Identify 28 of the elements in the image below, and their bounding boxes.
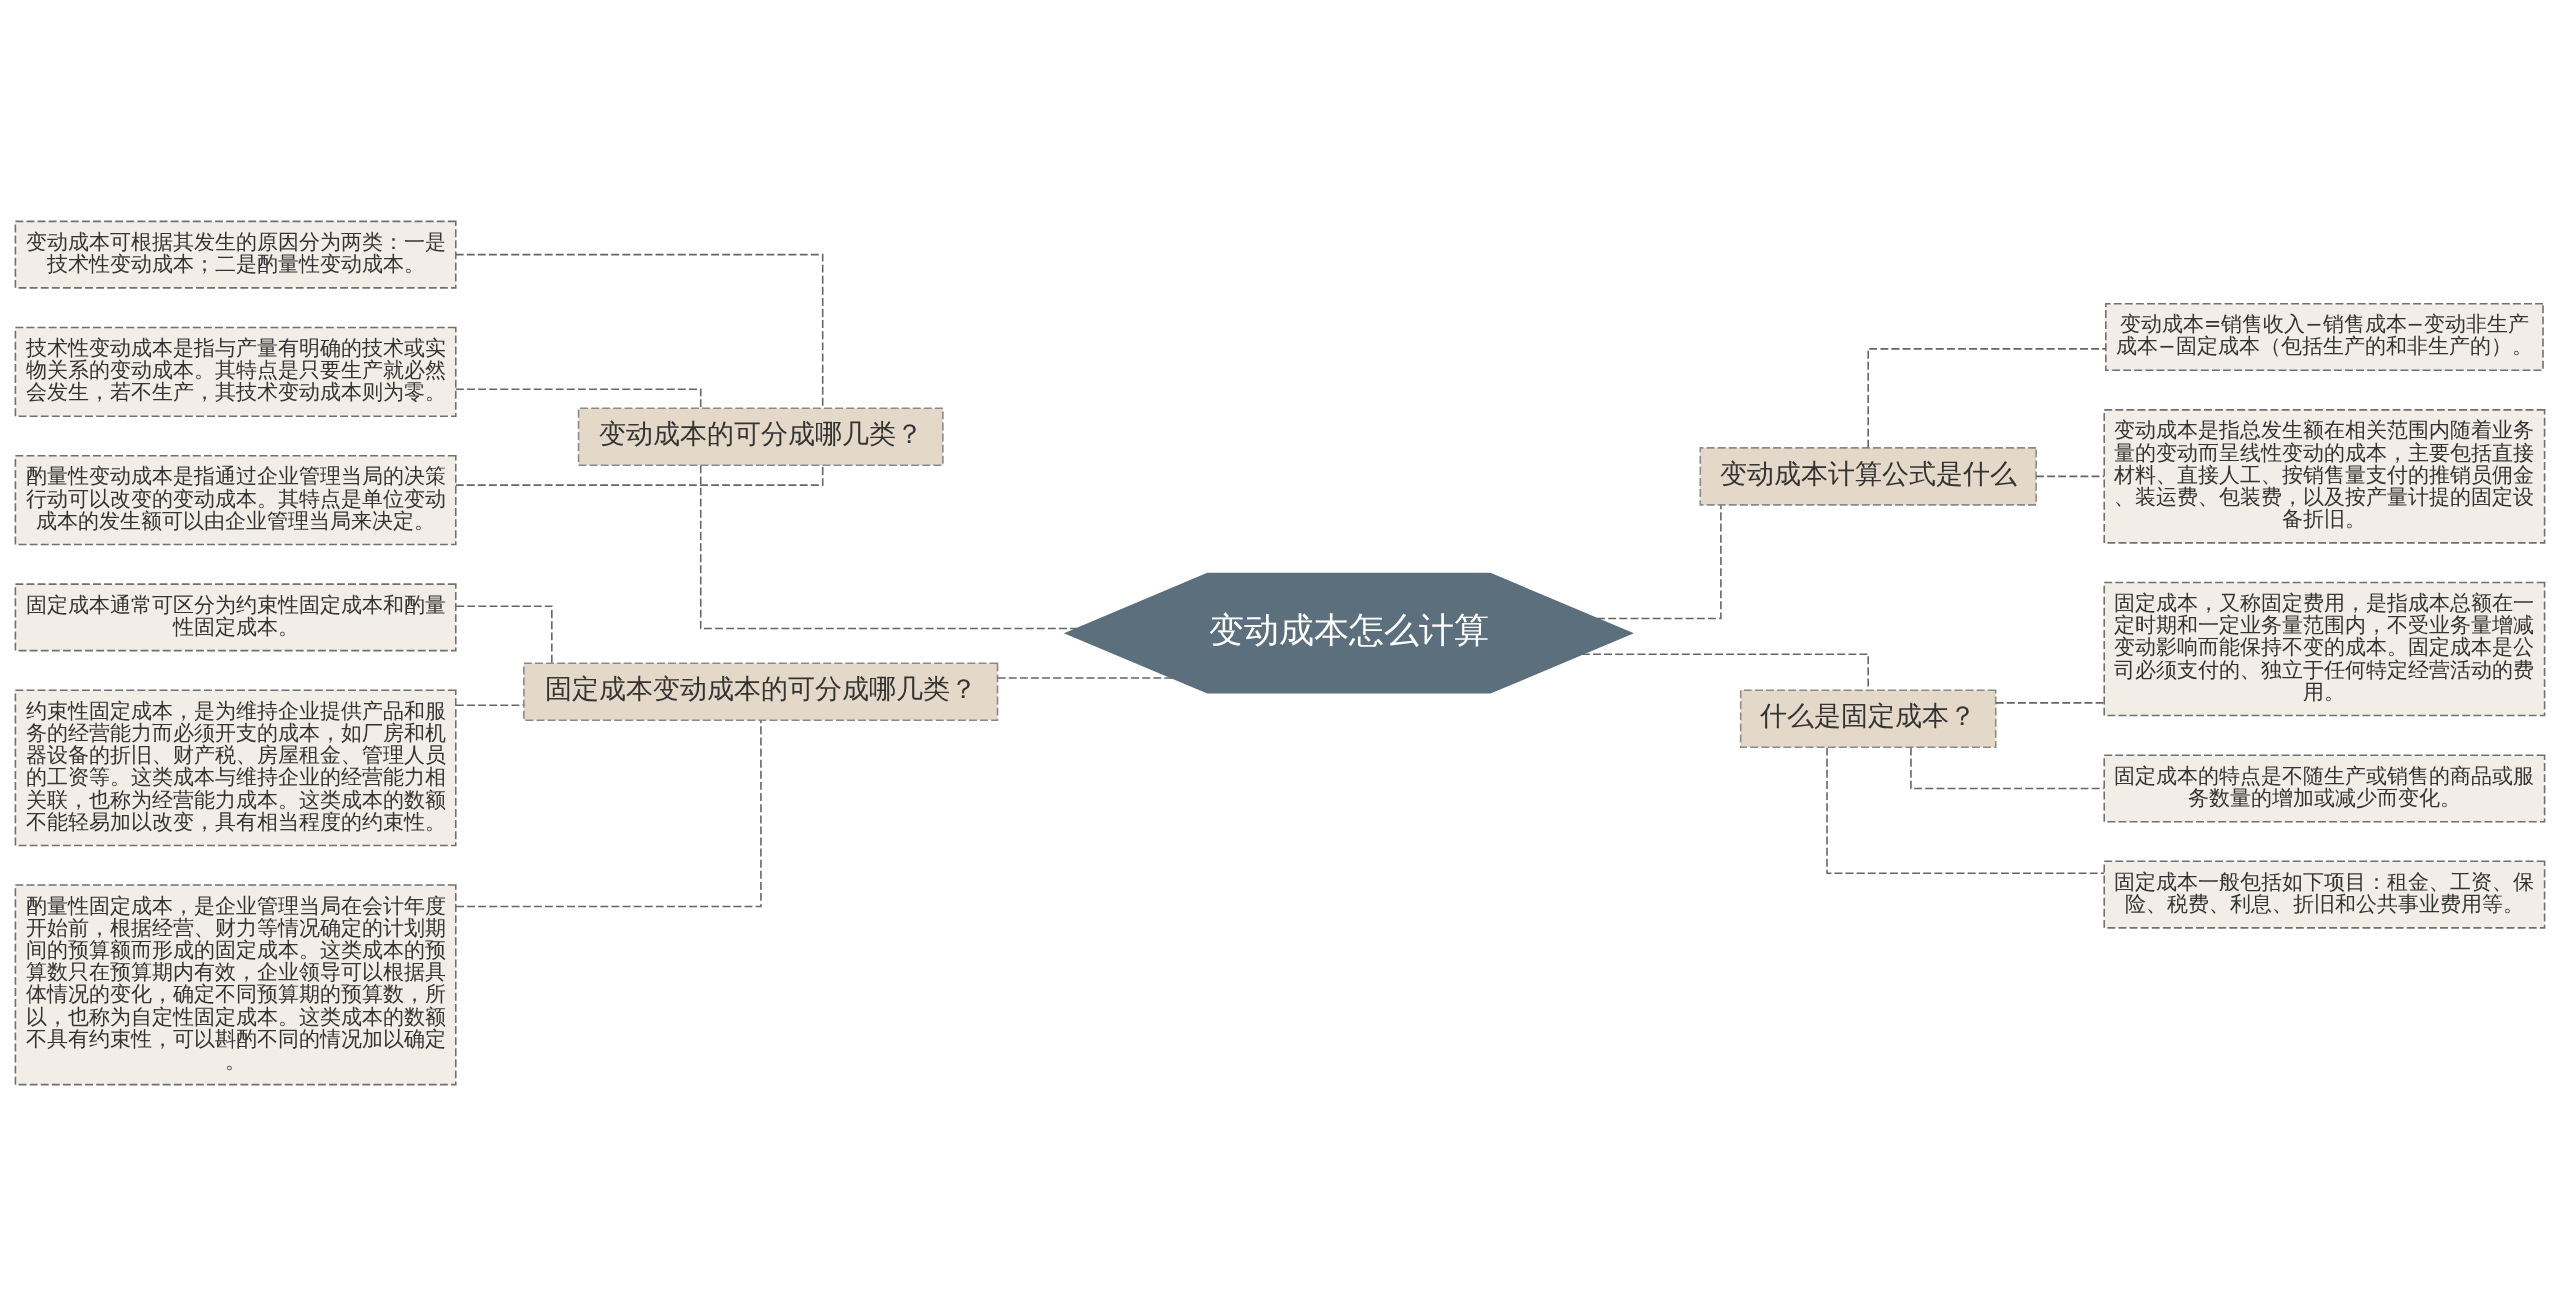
node-box: 酌量性变动成本是指通过企业管理当局的决策行动可以改变的变动成本。其特点是单位变动成本的发生额可以由企业管理当局来决定。 — [14, 454, 457, 545]
node-box: 变动成本的可分成哪几类？ — [577, 406, 944, 466]
connector — [455, 253, 824, 409]
node-box: 技术性变动成本是指与产量有明确的技术或实物关系的变动成本。其特点是只要生产就必然会发生，若不生产，其技术变动成本则为零。 — [14, 326, 457, 417]
connector — [1867, 347, 2107, 448]
node-box: 变动成本可根据其发生的原因分为两类：一是技术性变动成本；二是酌量性变动成本。 — [14, 220, 457, 289]
connector — [699, 464, 1078, 629]
node-box: 固定成本一般包括如下项目：租金、工资、保险、税费、利息、折旧和公共事业费用等。 — [2103, 860, 2546, 929]
node-box: 固定成本通常可区分为约束性固定成本和酌量性固定成本。 — [14, 582, 457, 651]
node-box: 固定成本的特点是不随生产或销售的商品或服务数量的增加或减少而变化。 — [2103, 753, 2546, 822]
node-box: 变动成本计算公式是什么 — [1699, 446, 2037, 506]
connector — [455, 704, 525, 706]
node-box: 什么是固定成本？ — [1739, 688, 1997, 748]
node-box: 固定成本，又称固定费用，是指成本总额在一定时期和一定业务量范围内，不受业务量增减变动影响而能保持不变的成本。固定成本是公司必须支付的、独立于任何特定经营活动的费用。 — [2103, 581, 2546, 716]
connector — [455, 719, 762, 907]
connector — [1596, 503, 1722, 619]
connector — [2035, 475, 2105, 477]
node-box: 酌量性固定成本，是企业管理当局在会计年度开始前，根据经营、财力等情况确定的计划期间的预算额而形成的固定成本。这类成本的预算数只在预算期内有效，企业领导可以根据具体情况的变化，确定不同预算期的预算数，所以，也称为自定性固定成本。这类成本的数额不具有约束性，可以斟酌不同的情况加以确定。 — [14, 883, 457, 1085]
connector — [1995, 701, 2105, 704]
node-box: 变动成本是指总发生额在相关范围内随着业务量的变动而呈线性变动的成本，主要包括直接材料、直接人工、按销售量支付的推销员佣金、装运费、包装费，以及按产量计提的固定设备折旧。 — [2103, 408, 2546, 544]
node-box: 固定成本变动成本的可分成哪几类？ — [523, 662, 999, 721]
connector — [997, 676, 1173, 679]
connector — [1826, 746, 2105, 874]
connector — [455, 464, 824, 486]
connector — [1910, 746, 2105, 789]
node-box: 约束性固定成本，是为维持企业提供产品和服务的经营能力而必须开支的成本，如厂房和机器设备的折旧、财产税、房屋租金、管理人员的工资等。这类成本与维持企业的经营能力相关联，也称为经营能力成本。这类成本的数额不能轻易加以改变，具有相当程度的约束性。 — [14, 688, 457, 846]
node-box: 变动成本=销售收入−销售成本−变动非生产成本−固定成本（包括生产的和非生产的）。 — [2105, 302, 2544, 371]
connector — [455, 605, 553, 664]
